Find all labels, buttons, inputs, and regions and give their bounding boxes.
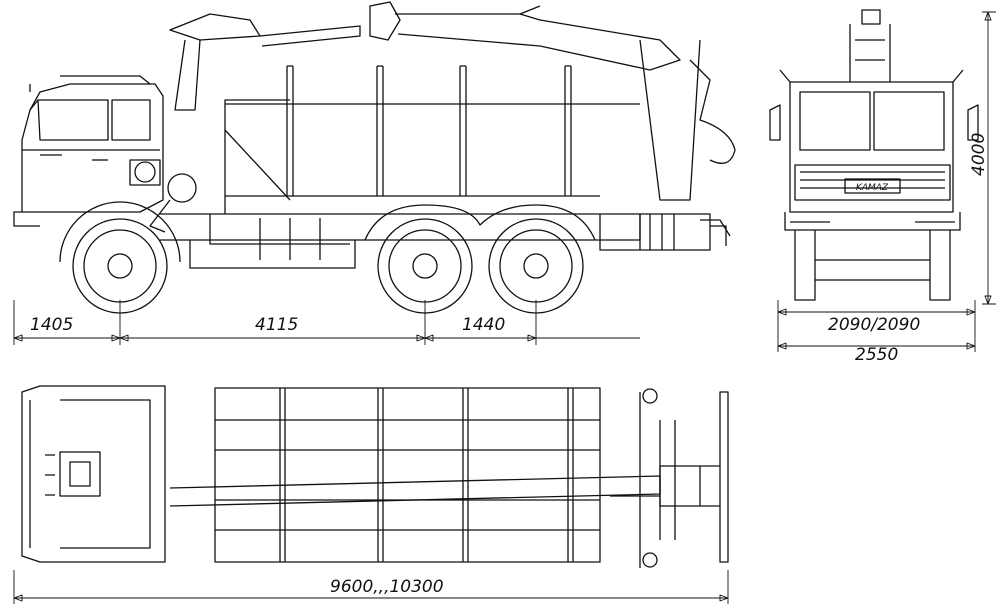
dim-track: 2090/2090 — [828, 315, 920, 335]
side-frame — [160, 99, 641, 269]
front-brand-plate: KAMAZ — [844, 178, 901, 194]
top-outriggers — [639, 388, 729, 568]
top-cab — [21, 385, 166, 563]
side-rear-wheel-2 — [488, 218, 584, 314]
side-front-wheel — [59, 201, 181, 314]
front-brand-text: KAMAZ — [856, 183, 889, 193]
front-wheels — [794, 230, 951, 301]
side-rear-wheel-1 — [377, 218, 473, 314]
front-cab — [769, 69, 979, 231]
front-crane — [849, 9, 891, 82]
front-dimensions — [777, 11, 996, 352]
dim-width: 2550 — [855, 345, 898, 365]
dim-front-overhang: 1405 — [30, 315, 73, 335]
dimension-labels: 1405 4115 1440 2090/2090 2550 4000 9600,… — [30, 133, 989, 597]
side-rear-hitch — [640, 213, 731, 251]
top-platform — [214, 387, 601, 563]
side-crane — [149, 1, 736, 233]
top-view — [13, 385, 729, 604]
side-cab — [13, 75, 164, 227]
dim-bogie-spacing: 1440 — [462, 315, 505, 335]
dim-height: 4000 — [969, 133, 989, 176]
dim-wheelbase: 4115 — [255, 315, 298, 335]
front-view: KAMAZ — [769, 9, 996, 352]
side-view — [13, 1, 736, 345]
side-dimensions — [13, 300, 640, 345]
dim-length: 9600,,,10300 — [330, 577, 444, 597]
side-stakes — [225, 65, 640, 196]
top-dimensions — [13, 570, 729, 604]
